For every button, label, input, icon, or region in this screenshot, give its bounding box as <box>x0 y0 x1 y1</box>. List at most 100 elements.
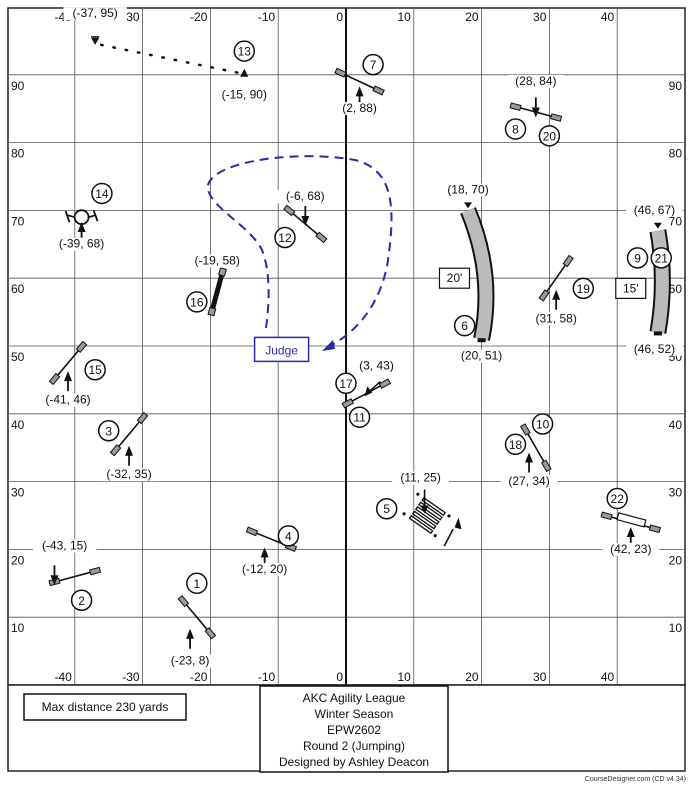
obstacle-number-5: 5 <box>375 497 398 520</box>
jump-wing-right <box>562 254 574 268</box>
x-tick-label-top: 10 <box>397 10 411 24</box>
obstacle-number-1: 1 <box>186 572 208 595</box>
coordinate-label: (-39, 68) <box>59 237 104 251</box>
tunnel-coordinate-bottom: (46, 52) <box>634 342 675 356</box>
obstacle-number-16: 16 <box>186 291 208 313</box>
number-label: 15 <box>88 363 102 377</box>
obstacle-number-21: 21 <box>650 247 673 269</box>
obstacle-number-13: 13 <box>233 40 256 62</box>
number-circle <box>233 40 256 62</box>
arrow-head <box>125 445 134 456</box>
direction-arrow-icon <box>64 371 73 392</box>
panel-wing-right <box>218 267 227 277</box>
arrow-head <box>186 628 195 639</box>
coordinate-label-bg <box>276 190 334 204</box>
x-tick-label-bottom: 10 <box>397 670 411 684</box>
y-tick-label-right: 70 <box>669 214 683 228</box>
x-tick-label-bottom: 20 <box>465 670 479 684</box>
x-tick-label-bottom: 30 <box>533 670 547 684</box>
direction-arrow-icon <box>186 628 195 649</box>
number-circle <box>70 589 93 611</box>
jump-wing-right <box>88 566 102 576</box>
judge-marker[interactable]: Judge <box>253 336 310 363</box>
tunnel-length-label: 15' <box>623 281 639 295</box>
tunnel-entry-marker-icon <box>464 202 473 209</box>
jump-15: (-41, 46)15 <box>36 340 106 407</box>
coordinate-label: (-12, 20) <box>242 562 287 576</box>
panel-jump <box>207 267 227 317</box>
handler-path-line <box>206 155 393 347</box>
y-tick-label-left: 10 <box>11 621 25 635</box>
number-circle <box>504 433 527 456</box>
coordinate-label-bg <box>527 312 585 326</box>
y-tick-label-right: 30 <box>669 486 683 500</box>
arrow-head <box>50 575 59 586</box>
jump-19: (31, 58)19 <box>527 254 595 326</box>
jump-wing-right <box>540 459 552 473</box>
tunnel-length-box <box>615 277 647 299</box>
ladder-rung <box>411 510 437 530</box>
jump-pole <box>524 428 548 468</box>
coordinate-label: (-19, 58) <box>195 254 240 268</box>
number-label: 1 <box>193 577 200 591</box>
pole-13: (-37, 95)(-15, 90)13 <box>63 6 276 102</box>
jump-wing-right <box>648 524 661 534</box>
panel-wing-left <box>207 306 217 317</box>
obstacle-number-12: 12 <box>274 226 296 249</box>
number-circle <box>531 413 554 435</box>
handler-path-arrowhead <box>322 340 335 351</box>
jump-bar <box>519 423 552 473</box>
number-label: 11 <box>353 411 366 425</box>
obstacle-number-8: 8 <box>504 118 527 140</box>
number-circle <box>572 277 595 300</box>
tire-frame-right <box>88 214 96 219</box>
tunnel-6: (18, 70)(20, 51)20'6 <box>438 182 510 363</box>
coordinate-label: (-43, 15) <box>42 538 87 552</box>
y-tick-label-left: 70 <box>11 214 25 228</box>
obstacle-number-17: 17 <box>335 372 357 395</box>
direction-arrow-icon <box>525 452 534 473</box>
number-label: 5 <box>383 502 390 516</box>
pole-end-marker-icon <box>240 68 249 77</box>
number-circle <box>626 247 649 269</box>
jump-bar <box>109 411 149 457</box>
obstacle-number-9: 9 <box>626 247 649 269</box>
number-circle <box>91 182 113 205</box>
jump-wing-left <box>245 526 259 537</box>
y-tick-label-right: 60 <box>669 282 683 296</box>
number-label: 12 <box>278 231 292 245</box>
tunnel-length-label: 20' <box>447 271 463 285</box>
tire-14: (-39, 68)14 <box>49 182 114 251</box>
y-tick-label-left: 60 <box>11 282 25 296</box>
number-circle <box>650 247 673 269</box>
coordinate-label-bg <box>63 7 127 21</box>
jump-wing-left <box>600 511 613 521</box>
tire-foot-left <box>64 210 71 223</box>
jump-12: (-6, 68) 12 <box>274 189 334 249</box>
jump-wing-left <box>48 372 61 386</box>
number-label: 17 <box>339 377 353 391</box>
jump-wing-right <box>372 85 385 96</box>
tunnel-coordinate-top: (46, 67) <box>634 203 675 217</box>
arrow-head <box>525 452 534 463</box>
number-label: 16 <box>190 295 204 309</box>
jump-1: (-23, 8) 1 <box>161 572 219 668</box>
jump-wing-left <box>538 289 550 302</box>
jump-wing-left <box>334 67 347 78</box>
wall-16: (-19, 58) 16 <box>185 254 249 317</box>
coordinate-label-bg <box>507 74 565 88</box>
coordinate-label-bg <box>161 654 219 668</box>
ladder-marker-dot <box>416 492 420 496</box>
jump-7: (2, 88)7 <box>334 53 385 116</box>
coordinate-label: (-32, 35) <box>106 467 151 481</box>
jump-wing-right <box>378 378 392 389</box>
coordinate-label: (-6, 68) <box>286 189 325 203</box>
coordinate-label: (-23, 8) <box>171 654 210 668</box>
obstacle-number-22: 22 <box>606 487 628 510</box>
ladder-5: (11, 25)5 <box>375 471 462 547</box>
jump-pole <box>53 345 83 381</box>
number-circle <box>538 125 561 147</box>
y-tick-label-left: 40 <box>11 418 25 432</box>
